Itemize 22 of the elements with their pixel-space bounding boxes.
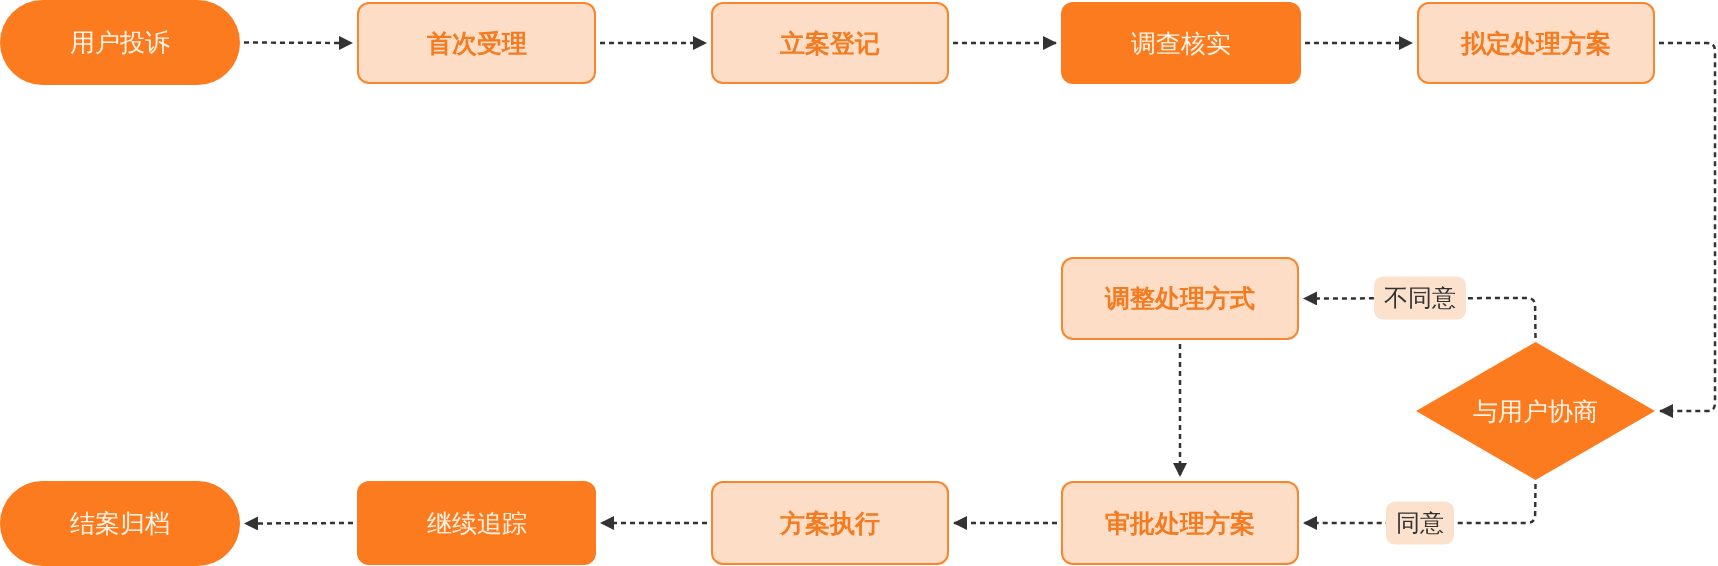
process-box: 继续追踪 (357, 481, 596, 565)
process-box: 首次受理 (357, 2, 596, 84)
connector-arrow (1305, 36, 1413, 50)
process-box: 调整处理方式 (1061, 257, 1299, 340)
connector-arrow (953, 516, 1057, 530)
process-box: 方案执行 (711, 481, 949, 565)
connector-arrow (953, 36, 1057, 50)
connector-arrow (244, 35, 353, 50)
connector-arrow (600, 516, 707, 530)
terminal-pill: 结案归档 (0, 481, 240, 566)
connector-arrow (244, 516, 353, 531)
terminal-pill: 用户投诉 (0, 0, 240, 85)
edge-label: 不同意 (1373, 276, 1466, 320)
connector-arrow (1659, 41, 1717, 418)
process-box: 立案登记 (711, 2, 949, 84)
process-box: 审批处理方案 (1061, 481, 1299, 565)
process-box: 调查核实 (1061, 2, 1301, 84)
process-box: 拟定处理方案 (1417, 2, 1655, 84)
decision-diamond: 与用户协商 (1416, 342, 1655, 480)
connector-arrow (1173, 344, 1187, 477)
connector-arrow (600, 36, 707, 50)
edge-label: 同意 (1385, 501, 1454, 545)
